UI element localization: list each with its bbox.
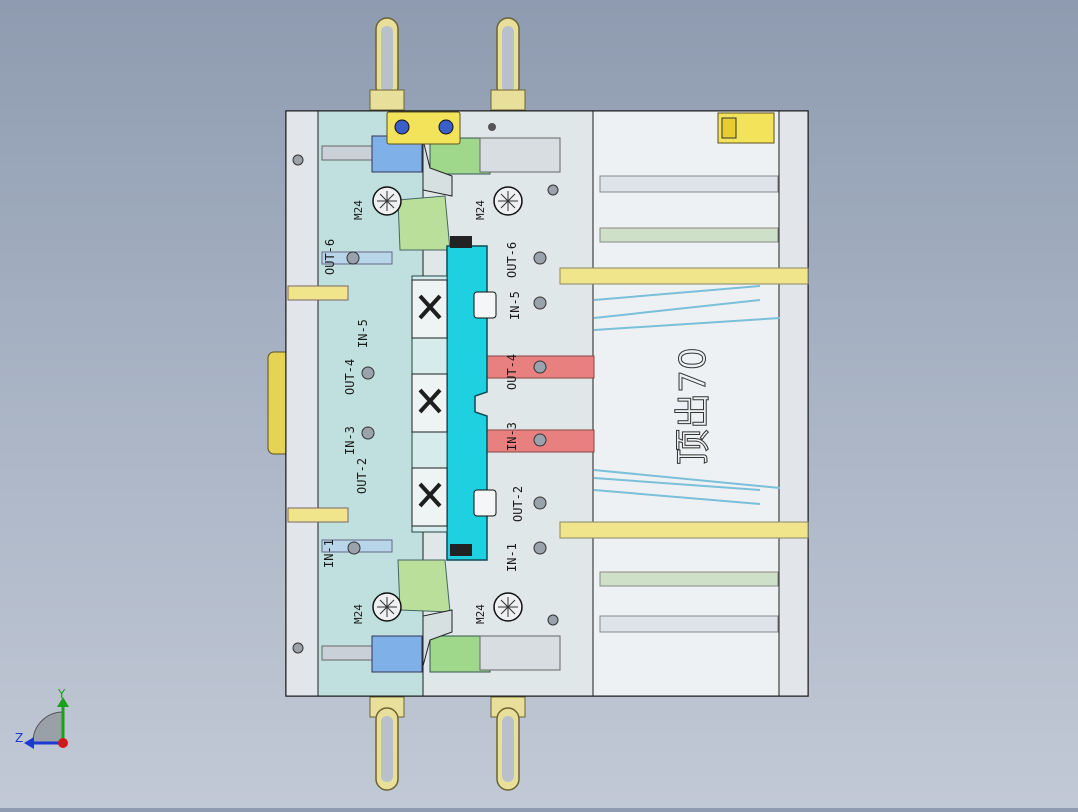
mold-assembly[interactable] [285, 110, 809, 697]
plate-label-left-group: OUT-6 IN-5 OUT-4 IN-3 OUT-2 IN-1 [322, 239, 370, 568]
socket-head-screws [372, 186, 523, 622]
right-col-label-0: OUT-6 [505, 242, 519, 278]
x-axis-point [58, 738, 68, 748]
left-col-label-4: OUT-2 [355, 458, 369, 494]
right-col-label-2: OUT-4 [505, 354, 519, 390]
left-col-label-0: OUT-6 [323, 239, 337, 275]
left-col-label-2: OUT-4 [343, 359, 357, 395]
screw-label-3: M24 [474, 604, 487, 624]
right-col-label-1: IN-5 [508, 291, 522, 320]
screw-label-0: M24 [352, 200, 365, 220]
y-axis-label: Y [57, 687, 66, 701]
plate-label-right-group: OUT-6 IN-5 OUT-4 IN-3 OUT-2 IN-1 [505, 242, 525, 572]
eye-bolt-top-left[interactable] [369, 17, 405, 111]
eye-bolt-bottom-right[interactable] [490, 696, 526, 791]
view-triad[interactable]: Y Z [15, 687, 69, 749]
right-col-label-5: IN-1 [505, 543, 519, 572]
screw-label-1: M24 [474, 200, 487, 220]
screw-label-group: M24 M24 M24 M24 [352, 200, 487, 624]
right-col-label-4: OUT-2 [511, 486, 525, 522]
left-col-label-1: IN-5 [356, 319, 370, 348]
z-axis-label: Z [15, 731, 23, 745]
eye-bolt-top-right[interactable] [490, 17, 526, 111]
eye-bolt-bottom-left[interactable] [369, 696, 405, 791]
right-col-label-3: IN-3 [505, 422, 519, 451]
x-blocks [418, 294, 442, 508]
left-col-label-5: IN-1 [322, 539, 336, 568]
left-col-label-3: IN-3 [343, 426, 357, 455]
plate-engraving: 顶出70 [673, 347, 714, 465]
screw-label-2: M24 [352, 604, 365, 624]
